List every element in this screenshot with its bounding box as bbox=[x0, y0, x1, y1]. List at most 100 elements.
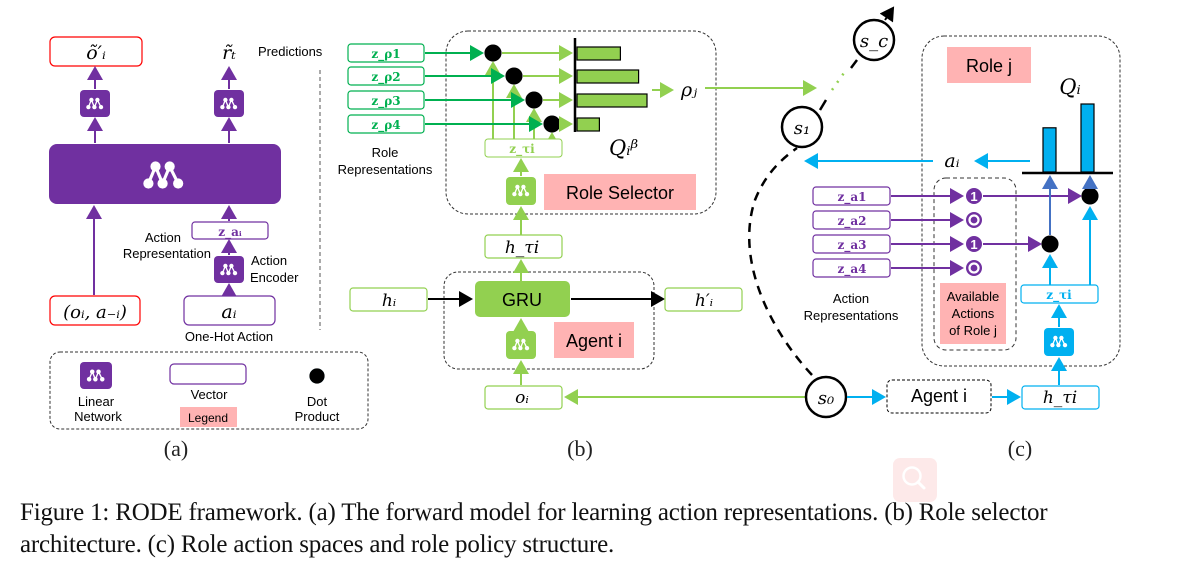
q-label: Qᵢ bbox=[1059, 75, 1080, 99]
action-representation-text: z_a4 bbox=[838, 262, 867, 277]
predicted-observation-text: õ′ᵢ bbox=[86, 42, 106, 64]
role-selector-network bbox=[506, 177, 536, 205]
role-representation-text: z_ρ2 bbox=[371, 70, 400, 85]
q-bar bbox=[1080, 103, 1095, 173]
h-tau-box bbox=[484, 234, 563, 259]
agent-label-bg bbox=[554, 322, 634, 358]
panel-a-label: (a) bbox=[164, 436, 188, 461]
action-representation-text: z_a3 bbox=[838, 238, 867, 253]
legend-vector-swatch bbox=[169, 363, 247, 385]
forward-model-network bbox=[49, 144, 281, 204]
linear-network-obs-head bbox=[80, 90, 110, 117]
role-representation-vector bbox=[347, 43, 425, 63]
action-representation-label-1: Action bbox=[145, 230, 181, 245]
search-overlay-button[interactable] bbox=[893, 458, 937, 502]
agent-block bbox=[886, 379, 992, 414]
h-tau-text-c: h_τi bbox=[1043, 388, 1077, 408]
legend-title-bg bbox=[180, 407, 237, 427]
q-bar bbox=[1042, 127, 1057, 173]
state-s0-text: s₀ bbox=[818, 388, 834, 409]
role-representation-vector bbox=[347, 114, 425, 134]
q-beta-label: Qᵢᵝ bbox=[609, 136, 638, 160]
role-representation-text: z_ρ1 bbox=[371, 47, 400, 62]
magnifier-icon bbox=[902, 466, 922, 486]
panel-a: õ′ᵢ r̃ₜ Predictions (oᵢ, a₋ᵢ) z_aᵢ bbox=[49, 36, 369, 461]
h-in-text: hᵢ bbox=[382, 291, 396, 311]
role-label: Role j bbox=[966, 56, 1012, 76]
svg-text:1: 1 bbox=[970, 237, 977, 252]
agent-label: Agent i bbox=[566, 331, 622, 351]
agent-encoder-network bbox=[506, 331, 536, 359]
legend: Linear Network Vector Legend Dot Product bbox=[49, 351, 369, 430]
available-actions-label-bg bbox=[940, 283, 1006, 344]
action-representation-vector bbox=[812, 210, 891, 230]
observation-text: oᵢ bbox=[515, 388, 529, 408]
panel-b: z_ρ1z_ρ2z_ρ3z_ρ4 Role Representations Qᵢ… bbox=[338, 30, 817, 461]
h-tau-text: h_τi bbox=[505, 238, 539, 258]
legend-linear-network-label-1: Linear bbox=[78, 394, 115, 409]
role-label-bg bbox=[947, 47, 1031, 83]
role-representation-vector bbox=[347, 90, 425, 110]
svg-text:1: 1 bbox=[970, 189, 977, 204]
action-output-text: aᵢ bbox=[944, 150, 959, 172]
action-representation-text: z_a2 bbox=[838, 214, 867, 229]
predictions-label: Predictions bbox=[258, 44, 323, 59]
dot-product-icon bbox=[505, 67, 523, 85]
q-beta-bar bbox=[576, 46, 622, 61]
h-tau-box-c bbox=[1021, 385, 1100, 410]
action-representation-label-2: Representation bbox=[123, 246, 211, 261]
legend-dot-product-label-1: Dot bbox=[307, 394, 328, 409]
trajectory-representation-vector bbox=[484, 138, 563, 158]
legend-linear-network-label-2: Network bbox=[74, 409, 122, 424]
role-selector-label: Role Selector bbox=[566, 183, 674, 203]
dot-product-icon bbox=[525, 91, 543, 109]
available-actions-label-3: of Role j bbox=[949, 323, 997, 338]
trajectory-representation-text: z_τi bbox=[509, 142, 535, 157]
trajectory-representation-vector bbox=[1020, 284, 1099, 304]
input-observation-text: (oᵢ, a₋ᵢ) bbox=[63, 302, 127, 323]
action-representation-vector bbox=[812, 186, 891, 206]
role-selector-label-bg bbox=[544, 174, 696, 210]
gru-label: GRU bbox=[502, 290, 542, 310]
one-hot-action-box bbox=[183, 295, 276, 326]
gru-block bbox=[475, 281, 570, 317]
state-s0: s₀ bbox=[804, 375, 848, 419]
trajectory-representation-text: z_τi bbox=[1046, 288, 1072, 303]
figure-caption: Figure 1: RODE framework. (a) The forwar… bbox=[20, 499, 1048, 558]
action-representation-text: z_a1 bbox=[838, 190, 867, 205]
q-beta-bars bbox=[576, 46, 648, 132]
state-s1: s₁ bbox=[780, 105, 824, 149]
role-representations-label-2: Representations bbox=[338, 162, 433, 177]
action-representations-label-2: Representations bbox=[804, 308, 899, 323]
state-sc: s_c bbox=[852, 18, 896, 62]
legend-vector-label: Vector bbox=[191, 387, 229, 402]
role-representation-vector bbox=[347, 66, 425, 86]
availability-mask-0 bbox=[966, 212, 982, 228]
action-representations-label-1: Action bbox=[833, 291, 869, 306]
action-encoder-label-2: Encoder bbox=[250, 270, 299, 285]
available-actions-label-1: Available bbox=[947, 289, 1000, 304]
observation-box bbox=[484, 385, 563, 410]
dot-product-icon bbox=[484, 44, 502, 62]
state-sc-text: s_c bbox=[860, 31, 888, 52]
legend-title: Legend bbox=[188, 411, 228, 425]
one-hot-action-label: One-Hot Action bbox=[185, 329, 273, 344]
panel-b-label: (b) bbox=[567, 436, 593, 461]
action-representation-text: z_aᵢ bbox=[218, 225, 242, 240]
role-container bbox=[921, 35, 1121, 367]
action-encoder-label-1: Action bbox=[251, 253, 287, 268]
role-policy-network bbox=[1044, 328, 1074, 356]
availability-mask-1: 1 bbox=[966, 188, 982, 204]
dot-product-action-3 bbox=[1041, 235, 1059, 253]
legend-dot-product-label-2: Product bbox=[295, 409, 340, 424]
q-beta-bar bbox=[576, 117, 600, 132]
dot-product-action-1 bbox=[1081, 187, 1099, 205]
available-actions-label-2: Actions bbox=[952, 306, 995, 321]
availability-mask-0 bbox=[966, 260, 982, 276]
role-representation-text: z_ρ4 bbox=[371, 118, 400, 133]
q-bars bbox=[1042, 103, 1095, 173]
action-encoder-network bbox=[214, 256, 244, 283]
panel-c-label: (c) bbox=[1008, 436, 1032, 461]
role-selector-container bbox=[445, 30, 717, 215]
